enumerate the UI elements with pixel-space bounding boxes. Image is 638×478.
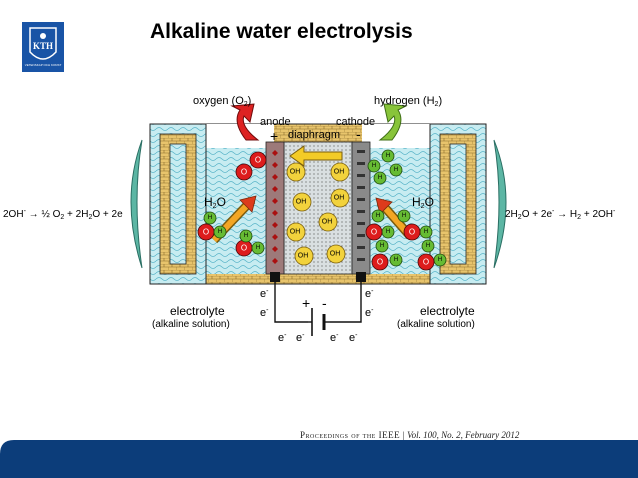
- atom-label: H: [394, 257, 398, 263]
- ion-label: OH: [290, 169, 301, 176]
- atom-label: H: [386, 229, 390, 235]
- anode: [265, 141, 285, 275]
- atom-label: O: [423, 258, 429, 267]
- electron-label: e-: [349, 332, 358, 344]
- atom-label: H: [380, 243, 384, 249]
- electron-label: e-: [296, 332, 305, 344]
- atom-label: H: [244, 233, 248, 239]
- water-label-right: H2O: [412, 195, 434, 210]
- anode-half-reaction: 2OH- → ½ O2 + 2H2O + 2e: [3, 208, 123, 221]
- hydroxide-migration-arrow: [289, 145, 343, 167]
- diaphragm-label: diaphragm: [288, 129, 340, 141]
- atom-label: O: [409, 228, 415, 237]
- atom-label: O: [241, 244, 247, 253]
- cathode-half-reaction: 2H2O + 2e- → H2 + 2OH-: [505, 208, 616, 221]
- left-circulation-arrow: [130, 139, 143, 269]
- electron-label: e-: [330, 332, 339, 344]
- atom-label: H: [372, 163, 376, 169]
- ion-label: OH: [322, 219, 333, 226]
- electrolysis-diagram: O O O O H H H H O O O O H H H H H H H H …: [130, 103, 507, 336]
- logo-text: KTH: [33, 41, 53, 51]
- electron-label: e-: [260, 307, 269, 319]
- footer-band: [0, 440, 638, 478]
- ion-label: OH: [334, 169, 345, 176]
- hydrogen-out-arrow: [378, 103, 408, 141]
- atom-label: H: [426, 243, 430, 249]
- atom-label: H: [378, 175, 382, 181]
- ion-label: OH: [330, 251, 341, 258]
- water-label-left: H2O: [204, 195, 226, 210]
- atom-label: H: [218, 229, 222, 235]
- anode-label: anode: [260, 116, 291, 128]
- atom-label: O: [203, 228, 209, 237]
- oxygen-atoms-left: [197, 151, 267, 257]
- atom-label: H: [424, 229, 428, 235]
- electrolyte-label-left: electrolyte: [170, 304, 225, 318]
- cathode: [351, 141, 371, 275]
- cathode-minus-sign: -: [356, 126, 361, 142]
- electron-label: e-: [365, 288, 374, 300]
- external-circuit: [274, 282, 362, 323]
- electron-label: e-: [365, 307, 374, 319]
- electrolyte-label-right: electrolyte: [420, 304, 475, 318]
- atom-label: H: [386, 153, 390, 159]
- slide-title: Alkaline water electrolysis: [150, 20, 413, 43]
- hydroxide-ions: [286, 162, 350, 266]
- ion-label: OH: [290, 229, 301, 236]
- oxygen-out-arrow: [230, 103, 260, 141]
- ion-label: OH: [298, 253, 309, 260]
- electron-label: e-: [260, 288, 269, 300]
- citation: Proceedings of the IEEE | Vol. 100, No. …: [300, 430, 520, 440]
- atom-label: O: [255, 156, 261, 165]
- cathode-label: cathode: [336, 116, 376, 128]
- ion-label: OH: [334, 195, 345, 202]
- atom-label: O: [377, 258, 383, 267]
- hydrogen-label: hydrogen (H2): [374, 95, 443, 109]
- atom-label: O: [241, 168, 247, 177]
- atom-label: O: [371, 228, 377, 237]
- hydrogen-atoms-left: [203, 211, 265, 255]
- ion-label: OH: [296, 199, 307, 206]
- oxygen-atoms-right: [365, 223, 435, 271]
- battery-plus-sign: +: [302, 295, 311, 311]
- hydrogen-atoms-right: [367, 149, 447, 267]
- atom-label: H: [402, 213, 406, 219]
- atom-label: H: [256, 245, 260, 251]
- oxygen-label: oxygen (O2): [193, 95, 252, 109]
- atom-label: H: [376, 213, 380, 219]
- kth-logo: KTH VETENSKAP OCH KONST: [22, 22, 64, 72]
- logo-subtext: VETENSKAP OCH KONST: [25, 63, 62, 67]
- atom-label: H: [208, 215, 212, 221]
- right-circulation-arrow: [493, 139, 507, 269]
- electrolyte-sublabel-left: (alkaline solution): [152, 319, 230, 330]
- electron-label: e-: [278, 332, 287, 344]
- atom-label: H: [438, 257, 442, 263]
- anode-plus-sign: +: [270, 128, 279, 144]
- atom-label: H: [394, 167, 398, 173]
- electrolyte-sublabel-right: (alkaline solution): [397, 319, 475, 330]
- battery-minus-sign: -: [322, 295, 327, 311]
